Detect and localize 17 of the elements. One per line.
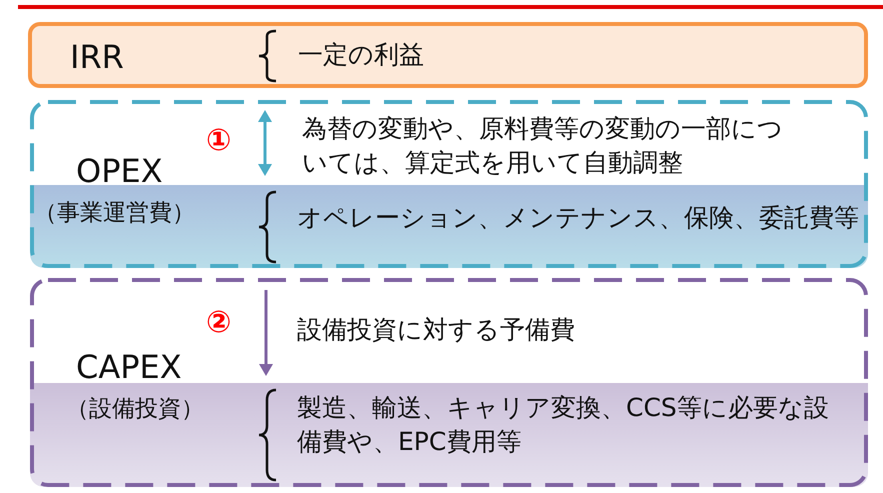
description-text: オペレーション、メンテナンス、保険、委託費等 [297, 202, 859, 234]
description-text: 為替の変動や、原料費等の変動の一部については、算定式を用いて自動調整 [302, 113, 784, 179]
box-title: IRR [70, 37, 124, 78]
description-text: 設備投資に対する予備費 [297, 314, 575, 346]
dashed-frame [30, 278, 868, 487]
description-text: 一定の利益 [298, 39, 424, 71]
rounded-box [28, 22, 868, 88]
box-title: CAPEX [76, 347, 182, 388]
circled-number: ① [206, 126, 232, 156]
box-subtitle: （設備投資） [66, 395, 204, 424]
box-subtitle: （事業運営費） [34, 199, 195, 228]
shaded-band [30, 383, 868, 487]
description-text: 製造、輸送、キャリア変換、CCS等に必要な設備費や、EPC費用等 [297, 392, 830, 458]
dashed-frame [30, 100, 868, 268]
box-title: OPEX [76, 151, 163, 192]
shaded-band [30, 185, 868, 268]
circled-number: ② [206, 308, 232, 338]
